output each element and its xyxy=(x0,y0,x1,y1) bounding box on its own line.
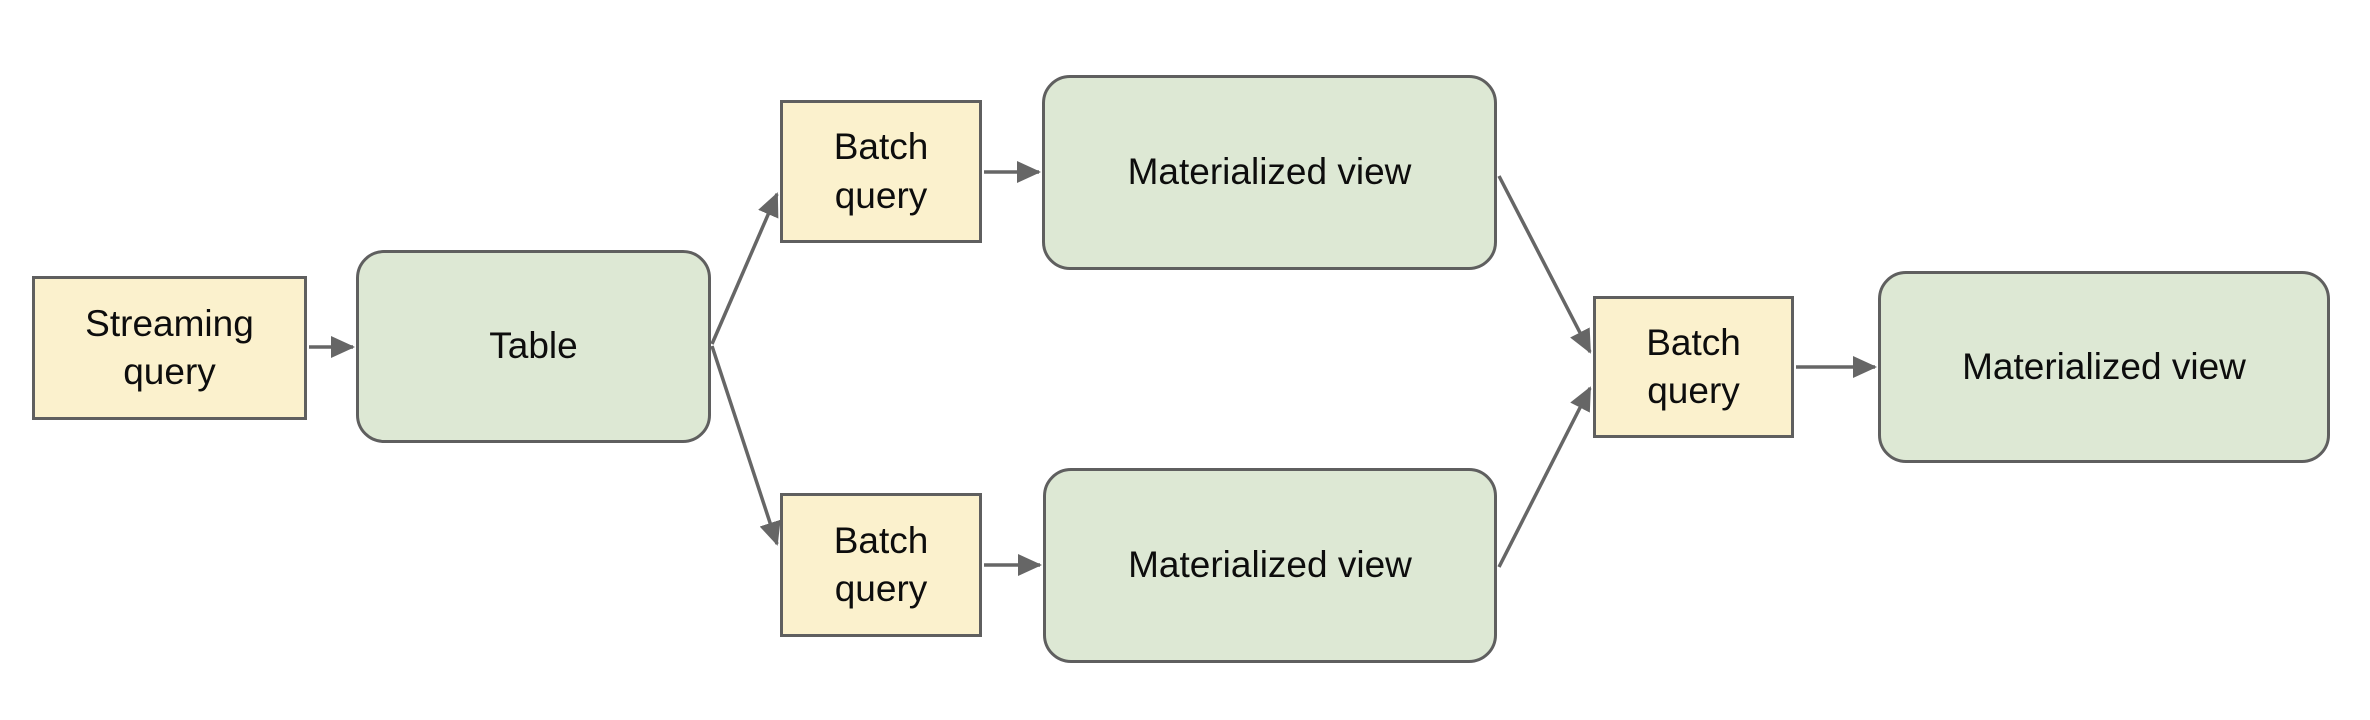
edge-table-to-batch-query-top xyxy=(710,192,779,345)
edge-materialized-view-top-to-batch-query-right xyxy=(1497,175,1592,354)
node-streaming-query: Streaming query xyxy=(32,276,307,420)
node-batch-query-top: Batch query xyxy=(780,100,982,243)
node-materialized-view-top: Materialized view xyxy=(1042,75,1497,270)
node-batch-query-right-label: Batch query xyxy=(1646,321,1741,411)
node-materialized-view-bottom: Materialized view xyxy=(1043,468,1497,663)
node-materialized-view-bottom-label: Materialized view xyxy=(1128,544,1412,586)
node-table: Table xyxy=(356,250,711,443)
edge-table-to-batch-query-bottom xyxy=(710,345,781,546)
node-batch-query-bottom: Batch query xyxy=(780,493,982,637)
node-batch-query-right: Batch query xyxy=(1593,296,1794,438)
node-batch-query-top-label: Batch query xyxy=(833,126,929,216)
node-materialized-view-right-label: Materialized view xyxy=(1962,345,2246,387)
edge-materialized-view-bottom-to-batch-query-right xyxy=(1497,386,1592,568)
node-streaming-query-label: Streaming query xyxy=(85,302,254,392)
node-table-label: Table xyxy=(489,325,578,367)
node-materialized-view-top-label: Materialized view xyxy=(1127,151,1412,193)
node-materialized-view-right: Materialized view xyxy=(1878,271,2330,463)
node-batch-query-bottom-label: Batch query xyxy=(833,519,929,609)
